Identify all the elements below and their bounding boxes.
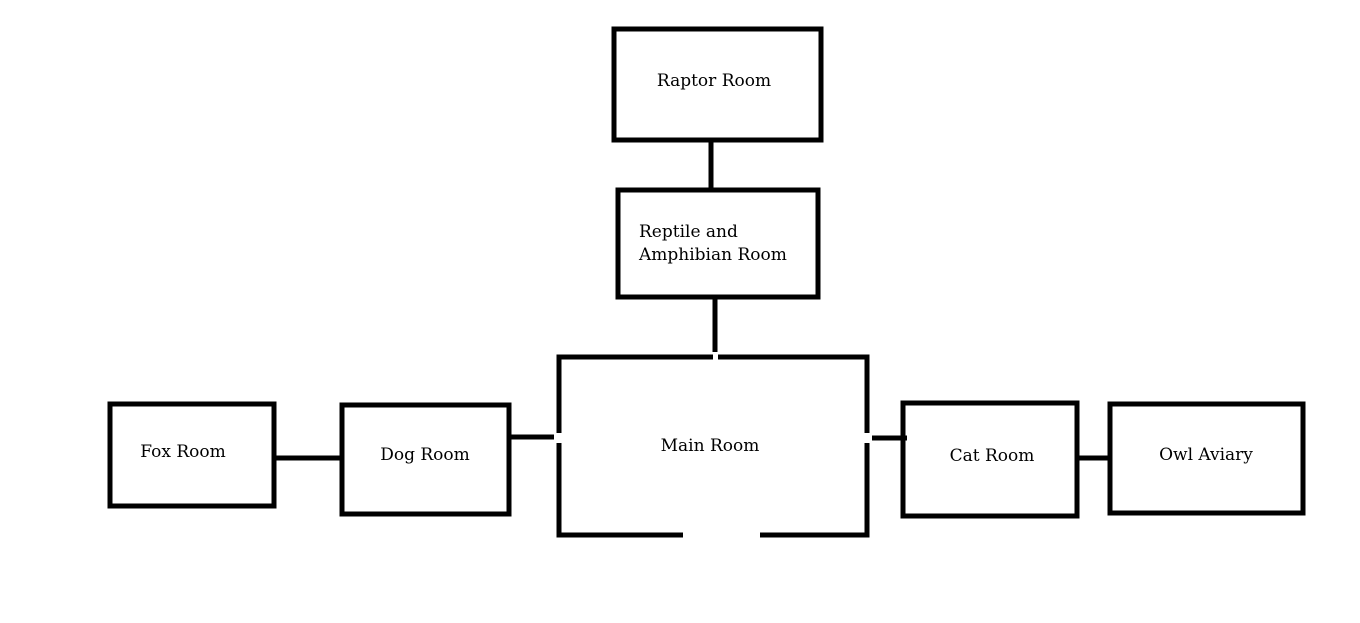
dog-room-box: [339, 402, 512, 517]
cat-room: Cat Room: [900, 400, 1080, 519]
owl-aviary: Owl Aviary: [1107, 401, 1306, 516]
dog-room-label: Dog Room: [380, 445, 470, 465]
reptile-amphibian-room-box: [615, 187, 821, 300]
main-room-label: Main Room: [661, 436, 760, 456]
main-room-walls: [556, 354, 870, 538]
raptor-room: Raptor Room: [611, 26, 824, 143]
owl-aviary-label: Owl Aviary: [1159, 445, 1253, 465]
main-room: Main Room: [556, 354, 870, 538]
fox-room-box: [107, 401, 277, 509]
fox-room: Fox Room: [107, 401, 277, 509]
raptor-room-box: [611, 26, 824, 143]
reptile-amphibian-room-label-line2: Amphibian Room: [638, 245, 787, 265]
raptor-room-label: Raptor Room: [657, 71, 771, 91]
dog-room: Dog Room: [339, 402, 512, 517]
cat-room-label: Cat Room: [950, 446, 1035, 466]
reptile-amphibian-room-label-line1: Reptile and: [639, 222, 738, 242]
reptile-amphibian-room: Reptile and Amphibian Room: [615, 187, 821, 300]
fox-room-label: Fox Room: [140, 442, 225, 462]
owl-aviary-box: [1107, 401, 1306, 516]
